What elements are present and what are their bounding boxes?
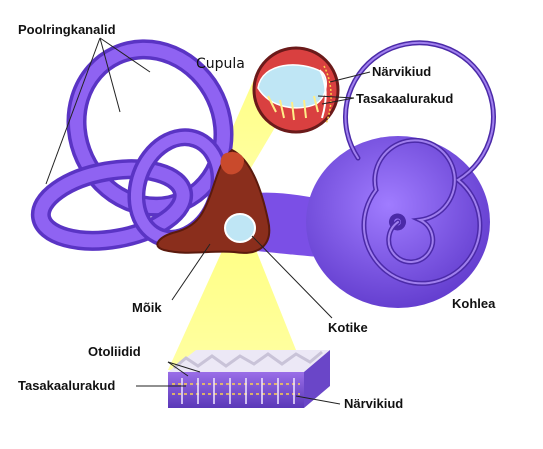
label-nerve-fibers-bottom: Närvikiud: [344, 396, 403, 411]
label-hair-cells-top: Tasakaalurakud: [356, 91, 453, 106]
label-nerve-fibers-top: Närvikiud: [372, 64, 431, 79]
label-otoliths: Otoliidid: [88, 344, 141, 359]
cochlea: [306, 40, 496, 308]
vestibule: [156, 148, 271, 254]
label-cochlea: Kohlea: [452, 296, 496, 311]
cupula-inset: [252, 46, 340, 134]
label-saccule: Kotike: [328, 320, 368, 335]
semicircular-canals: [30, 39, 234, 251]
label-semicircular-canals: Poolringkanalid: [18, 22, 116, 37]
label-utricle: Mõik: [132, 300, 162, 315]
utricle-spot: [224, 213, 256, 243]
label-hair-cells-bottom: Tasakaalurakud: [18, 378, 115, 393]
leader-lines: [45, 37, 371, 405]
magnify-cone-bottom: [168, 238, 304, 370]
otolith-inset: [168, 350, 330, 408]
label-cupula: Cupula: [196, 56, 245, 72]
